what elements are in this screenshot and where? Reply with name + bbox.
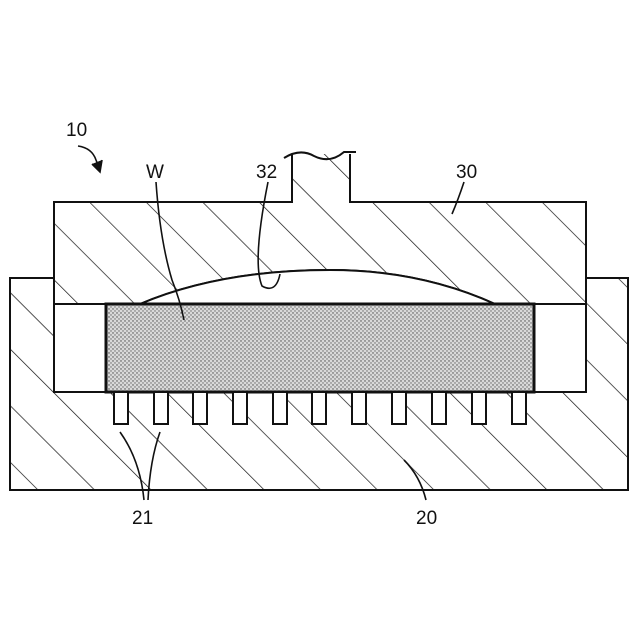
label-32: 32 bbox=[256, 162, 277, 183]
label-w: W bbox=[146, 162, 164, 183]
label-20: 20 bbox=[416, 508, 437, 529]
wafer-w bbox=[106, 304, 534, 392]
pin bbox=[352, 392, 366, 424]
label-21: 21 bbox=[132, 508, 153, 529]
pin bbox=[392, 392, 406, 424]
pin bbox=[154, 392, 168, 424]
pin bbox=[312, 392, 326, 424]
pin bbox=[432, 392, 446, 424]
right-gap bbox=[534, 304, 586, 392]
pin bbox=[193, 392, 207, 424]
pin bbox=[472, 392, 486, 424]
pin bbox=[512, 392, 526, 424]
pin bbox=[273, 392, 287, 424]
pin bbox=[233, 392, 247, 424]
label-10: 10 bbox=[66, 120, 87, 141]
pin bbox=[114, 392, 128, 424]
label-30: 30 bbox=[456, 162, 477, 183]
left-gap bbox=[54, 304, 106, 392]
